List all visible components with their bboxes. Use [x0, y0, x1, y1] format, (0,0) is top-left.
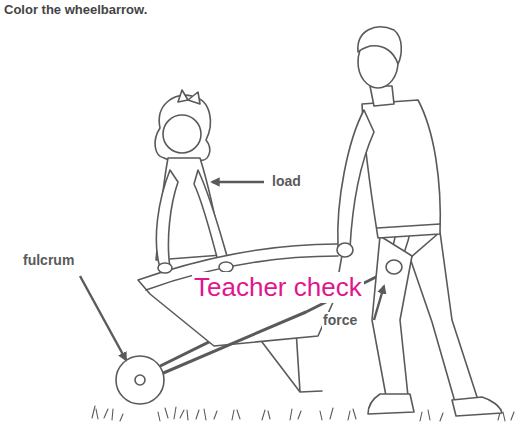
girl-hair	[155, 95, 210, 161]
man-front-leg	[372, 236, 412, 396]
man-front-shoe	[368, 394, 414, 414]
girl-arm	[194, 170, 230, 268]
part-label: fulcrum	[22, 252, 75, 269]
leader-arrow	[374, 286, 384, 320]
man-hand	[337, 243, 353, 257]
wheelbarrow-hub	[135, 375, 145, 385]
girl-arm	[156, 170, 178, 268]
grass	[92, 406, 514, 421]
watermark: Teacher check	[192, 272, 364, 303]
girl-hand	[158, 263, 172, 273]
girl-hand	[219, 262, 233, 272]
man-hair	[358, 27, 401, 64]
part-label: load	[271, 173, 302, 190]
wheelbarrow-wheel	[116, 356, 164, 404]
girl-bow	[178, 90, 200, 104]
man-torso	[362, 100, 440, 238]
girl-head	[163, 115, 201, 153]
part-label: force	[322, 312, 358, 329]
man-back-shoe	[452, 397, 502, 416]
worksheet-title: Color the wheelbarrow.	[4, 2, 147, 18]
man-back-leg	[410, 232, 478, 402]
leader-arrow	[212, 181, 264, 183]
man-front-arm	[338, 110, 374, 248]
leader-arrow	[80, 276, 126, 360]
man-hand	[386, 260, 402, 274]
man-belt	[377, 224, 440, 228]
man-neck	[370, 86, 394, 106]
wheelbarrow-rail	[140, 266, 398, 383]
